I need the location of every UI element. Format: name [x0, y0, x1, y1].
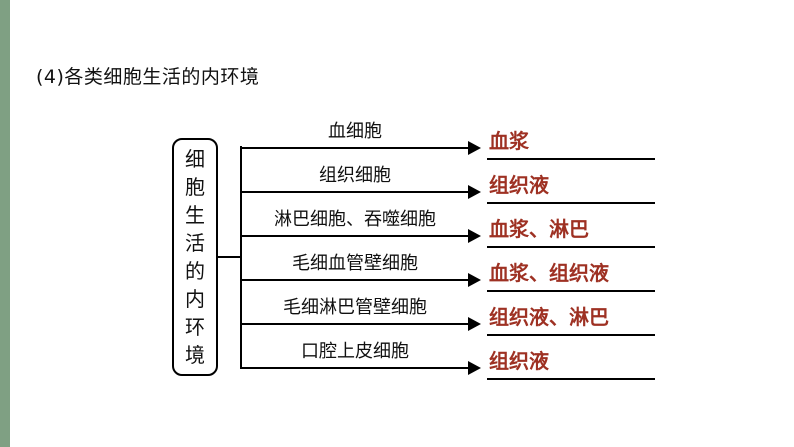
- arrowhead-icon: [468, 273, 481, 287]
- cell-type-label: 淋巴细胞、吞噬细胞: [274, 209, 436, 230]
- branch-rows: 血细胞 血浆 组织细胞 组织液 淋巴细胞、吞噬细胞 血浆、淋巴 毛细血管壁细胞: [241, 107, 771, 380]
- root-concept-label: 细胞生活的内环境: [185, 147, 205, 367]
- cell-type-label: 毛细淋巴管壁细胞: [283, 297, 427, 318]
- branch-arrow-line: [241, 361, 481, 375]
- branch-row: 淋巴细胞、吞噬细胞 血浆、淋巴: [241, 195, 771, 248]
- branch-arrow-line: [241, 273, 481, 287]
- environment-answer: 血浆: [487, 125, 655, 160]
- environment-answer: 组织液: [487, 345, 655, 380]
- root-concept-box: 细胞生活的内环境: [172, 138, 218, 376]
- cell-type-label: 毛细血管壁细胞: [292, 253, 418, 274]
- arrowhead-icon: [468, 317, 481, 331]
- decorative-edge-bar: [0, 0, 10, 447]
- environment-answer: 组织液: [487, 169, 655, 204]
- branch-row: 组织细胞 组织液: [241, 151, 771, 204]
- arrowhead-icon: [468, 361, 481, 375]
- cell-type-label: 血细胞: [328, 121, 382, 142]
- branch-spine-line: [240, 146, 242, 369]
- branch-row: 毛细淋巴管壁细胞 组织液、淋巴: [241, 283, 771, 336]
- arrowhead-icon: [468, 229, 481, 243]
- branch-row: 口腔上皮细胞 组织液: [241, 327, 771, 380]
- environment-answer: 组织液、淋巴: [487, 301, 655, 336]
- root-connector-line: [218, 256, 242, 258]
- branch-arrow-line: [241, 141, 481, 155]
- page-title: (4)各类细胞生活的内环境: [36, 66, 260, 88]
- arrowhead-icon: [468, 141, 481, 155]
- branch-arrow-line: [241, 185, 481, 199]
- branch-arrow-line: [241, 229, 481, 243]
- arrowhead-icon: [468, 185, 481, 199]
- branch-row: 毛细血管壁细胞 血浆、组织液: [241, 239, 771, 292]
- branch-row: 血细胞 血浆: [241, 107, 771, 160]
- environment-answer: 血浆、组织液: [487, 257, 655, 292]
- environment-answer: 血浆、淋巴: [487, 213, 655, 248]
- branch-arrow-line: [241, 317, 481, 331]
- cell-type-label: 口腔上皮细胞: [301, 341, 409, 362]
- cell-type-label: 组织细胞: [319, 165, 391, 186]
